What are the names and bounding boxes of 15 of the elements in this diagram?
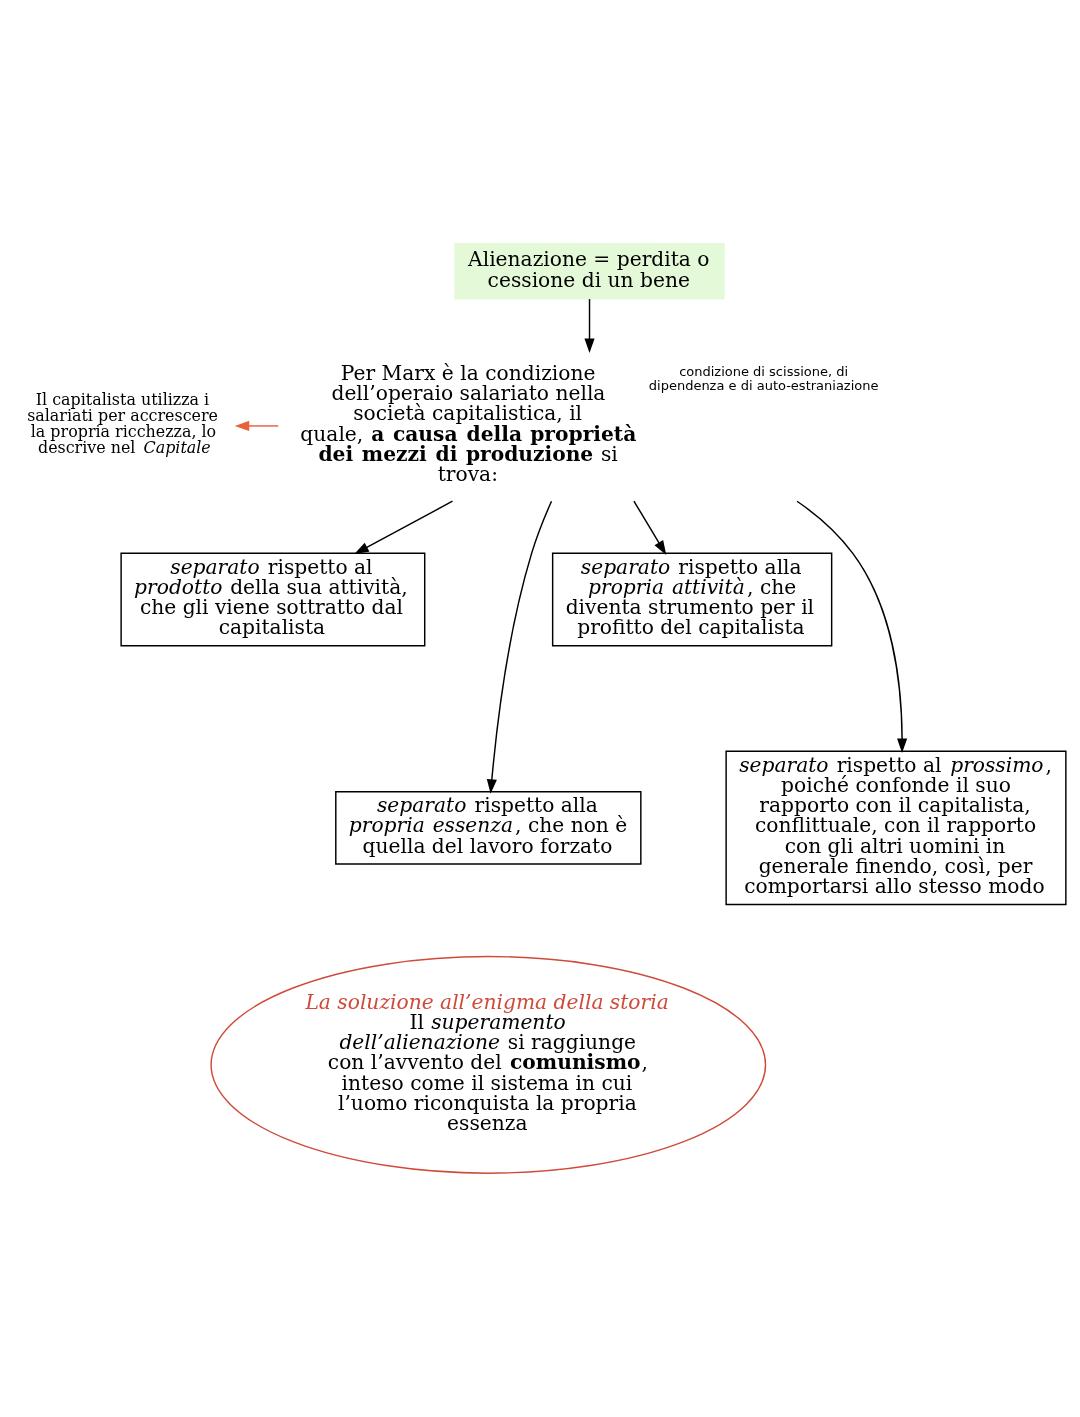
arrow — [486, 500, 553, 794]
node-box: separato rispetto al prodotto della sua attività, che gli viene sottratto dal capitalista — [120, 552, 426, 647]
arrow — [796, 500, 908, 753]
node-box: Alienazione = perdita o cessione di un bene — [454, 243, 725, 300]
arrow — [354, 500, 454, 555]
node-text: Il capitalista utilizza i salariati per accrescere la propria ricchezza, lo descrive nel Capitale — [27, 390, 218, 458]
node-box: separato rispetto al prossimo, poiché confonde il suo rapporto con il capitalista, conflittuale, con il rapporto con gli altri uomini in generale finendo, così, per comportarsi allo stesso modo — [725, 750, 1067, 906]
arrow — [234, 420, 279, 431]
arrow — [633, 500, 667, 555]
node-box: separato rispetto alla propria essenza, che non è quella del lavoro forzato — [335, 790, 642, 865]
node-label: condizione di scissione, di dipendenza e di auto-estraniazione — [648, 363, 879, 394]
node-box: separato rispetto alla propria attività, che diventa strumento per il profitto del capitalista — [551, 552, 833, 647]
arrow — [584, 298, 595, 353]
node-text: Per Marx è la condizione dell’operaio salariato nella società capitalistica, il quale, a causa della proprietà dei mezzi di produzione si trova: — [300, 360, 637, 487]
node-ellipse: La soluzione all’enigma della storia Il superamento dell’alienazione si raggiunge con l’avvento del comunismo, inteso come il sistema in cui l’uomo riconquista la propria essenza — [210, 955, 767, 1174]
